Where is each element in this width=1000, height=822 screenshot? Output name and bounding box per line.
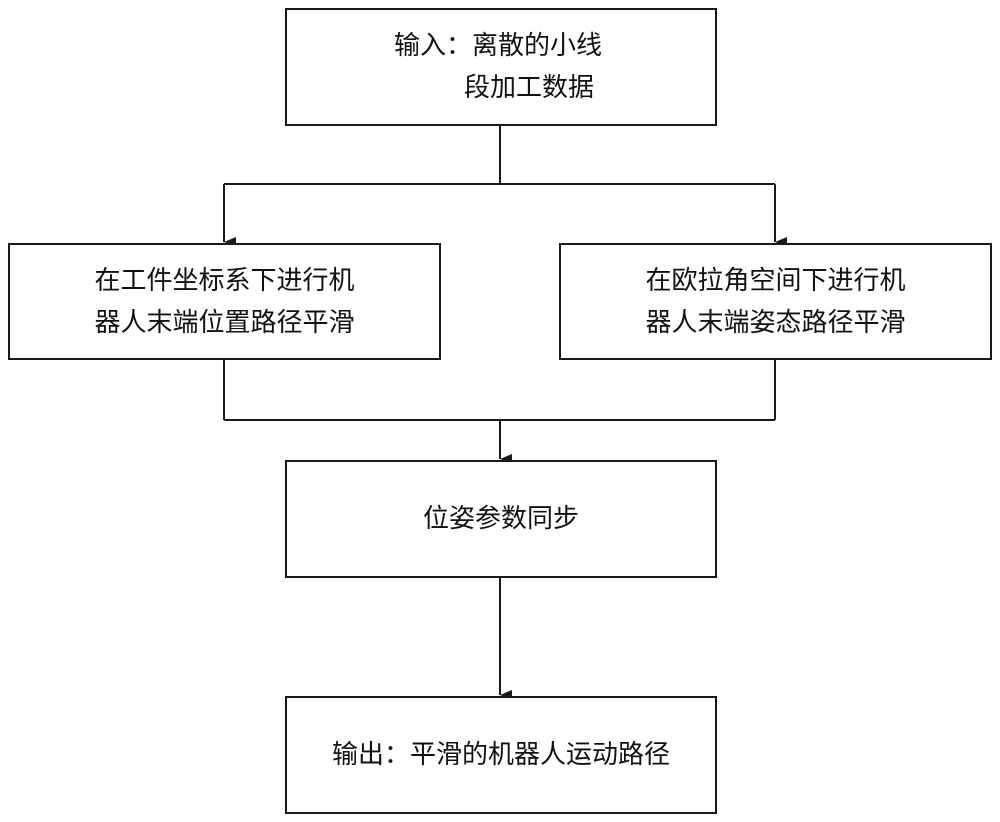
- position-smoothing-node: 在工件坐标系下进行机 器人末端位置路径平滑: [8, 243, 441, 360]
- input-node-line-1: 输入：离散的小线: [394, 25, 602, 67]
- position-smoothing-line-2: 器人末端位置路径平滑: [94, 302, 354, 344]
- orientation-smoothing-line-1: 在欧拉角空间下进行机: [645, 260, 905, 302]
- sync-node: 位姿参数同步: [285, 460, 717, 578]
- orientation-smoothing-line-2: 器人末端姿态路径平滑: [645, 302, 905, 344]
- output-node: 输出：平滑的机器人运动路径: [285, 696, 717, 814]
- input-node-line-2: 段加工数据: [464, 67, 594, 109]
- position-smoothing-line-1: 在工件坐标系下进行机: [94, 260, 354, 302]
- output-node-line-1: 输出：平滑的机器人运动路径: [332, 734, 670, 776]
- sync-node-line-1: 位姿参数同步: [423, 498, 579, 540]
- orientation-smoothing-node: 在欧拉角空间下进行机 器人末端姿态路径平滑: [559, 243, 992, 360]
- input-node: 输入：离散的小线 段加工数据: [285, 8, 717, 126]
